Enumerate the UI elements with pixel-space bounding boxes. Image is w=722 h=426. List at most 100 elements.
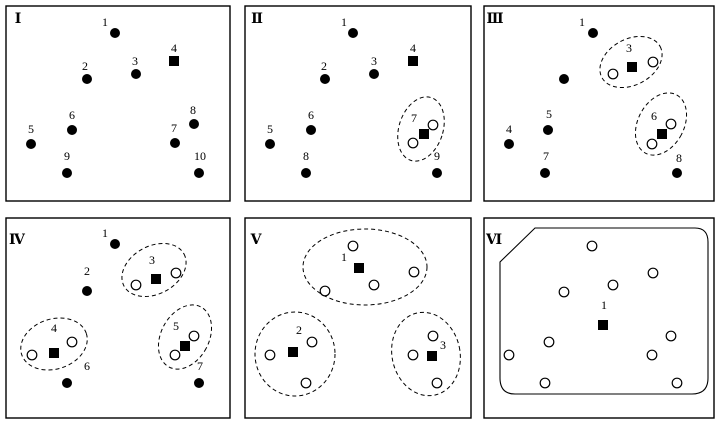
cluster-center-marker (169, 56, 179, 66)
cluster-center-marker (427, 351, 437, 361)
data-point-marker (62, 168, 72, 178)
cluster-center-marker (657, 129, 667, 139)
panel-2-cluster-7 (397, 96, 445, 162)
absorbed-point-marker (665, 330, 677, 342)
absorbed-point-marker (347, 240, 359, 252)
panel-4-cluster-3 (121, 242, 187, 298)
point-label: 3 (132, 54, 138, 68)
data-point-marker (189, 119, 199, 129)
absorbed-point-marker (66, 336, 78, 348)
absorbed-point-marker (264, 349, 276, 361)
panel-label: Ⅵ (485, 233, 502, 248)
point-label: 5 (267, 122, 273, 136)
data-point-marker (170, 138, 180, 148)
point-label: 3 (440, 338, 446, 352)
panel-5-cluster-2 (254, 311, 336, 397)
point-label: 3 (371, 54, 377, 68)
point-label: 5 (28, 122, 34, 136)
data-point-marker (194, 168, 204, 178)
point-label: 1 (341, 15, 347, 29)
point-label: 4 (51, 321, 57, 335)
absorbed-point-marker (169, 349, 181, 361)
absorbed-point-marker (647, 267, 659, 279)
panel-3-cluster-6 (634, 92, 688, 156)
absorbed-point-marker (26, 349, 38, 361)
point-label: 1 (341, 250, 347, 264)
panel-label: Ⅱ (251, 12, 263, 27)
data-point-marker (110, 28, 120, 38)
data-point-marker (131, 69, 141, 79)
point-label: 2 (296, 323, 302, 337)
data-point-marker (82, 74, 92, 84)
point-label: 4 (410, 41, 416, 55)
data-point-marker (82, 286, 92, 296)
panel-5-cluster-1 (302, 228, 428, 306)
panel-label: Ⅰ (15, 12, 22, 27)
data-point-marker (301, 168, 311, 178)
absorbed-point-marker (503, 349, 515, 361)
data-point-marker (265, 139, 275, 149)
panel-label: Ⅲ (486, 12, 503, 27)
point-label: 6 (69, 108, 75, 122)
cluster-center-marker (627, 62, 637, 72)
absorbed-point-marker (607, 279, 619, 291)
data-point-marker (348, 28, 358, 38)
panel-label: Ⅴ (250, 233, 263, 248)
point-label: 9 (434, 149, 440, 163)
data-point-marker (432, 168, 442, 178)
panel-4-cluster-4 (20, 317, 88, 371)
point-label: 1 (579, 15, 585, 29)
point-label: 7 (171, 121, 177, 135)
panel-5: Ⅴ 1 2 3 (250, 233, 446, 389)
absorbed-point-marker (646, 349, 658, 361)
data-point-marker (672, 168, 682, 178)
absorbed-point-marker (306, 336, 318, 348)
data-point-marker (543, 125, 553, 135)
absorbed-point-marker (431, 377, 443, 389)
point-label: 8 (676, 151, 682, 165)
point-label: 2 (321, 59, 327, 73)
data-point-marker (588, 28, 598, 38)
panel-1-frame (5, 5, 231, 202)
absorbed-point-marker (407, 349, 419, 361)
point-label: 7 (197, 359, 203, 373)
panel-6: Ⅵ1 (485, 233, 683, 389)
absorbed-point-marker (188, 330, 200, 342)
point-label: 4 (506, 122, 512, 136)
point-label: 8 (303, 149, 309, 163)
absorbed-point-marker (558, 286, 570, 298)
cluster-center-marker (288, 347, 298, 357)
panel-5-cluster-3 (391, 311, 461, 397)
absorbed-point-marker (130, 279, 142, 291)
data-point-marker (369, 69, 379, 79)
point-label: 2 (82, 59, 88, 73)
data-point-marker (559, 74, 569, 84)
absorbed-point-marker (427, 119, 439, 131)
point-label: 8 (190, 103, 196, 117)
point-label: 6 (84, 359, 90, 373)
absorbed-point-marker (539, 377, 551, 389)
data-point-marker (306, 125, 316, 135)
panel-4-cluster-5 (157, 304, 213, 370)
absorbed-point-marker (170, 267, 182, 279)
absorbed-point-marker (319, 285, 331, 297)
data-point-marker (67, 125, 77, 135)
cluster-center-marker (419, 129, 429, 139)
absorbed-point-marker (408, 266, 420, 278)
point-label: 10 (194, 149, 206, 163)
data-point-marker (504, 139, 514, 149)
cluster-center-marker (49, 348, 59, 358)
cluster-center-marker (354, 263, 364, 273)
absorbed-point-marker (607, 68, 619, 80)
point-label: 6 (651, 109, 657, 123)
data-point-marker (540, 168, 550, 178)
cluster-center-marker (408, 56, 418, 66)
point-label: 6 (308, 108, 314, 122)
cluster-outlines (20, 35, 709, 397)
absorbed-point-marker (300, 377, 312, 389)
